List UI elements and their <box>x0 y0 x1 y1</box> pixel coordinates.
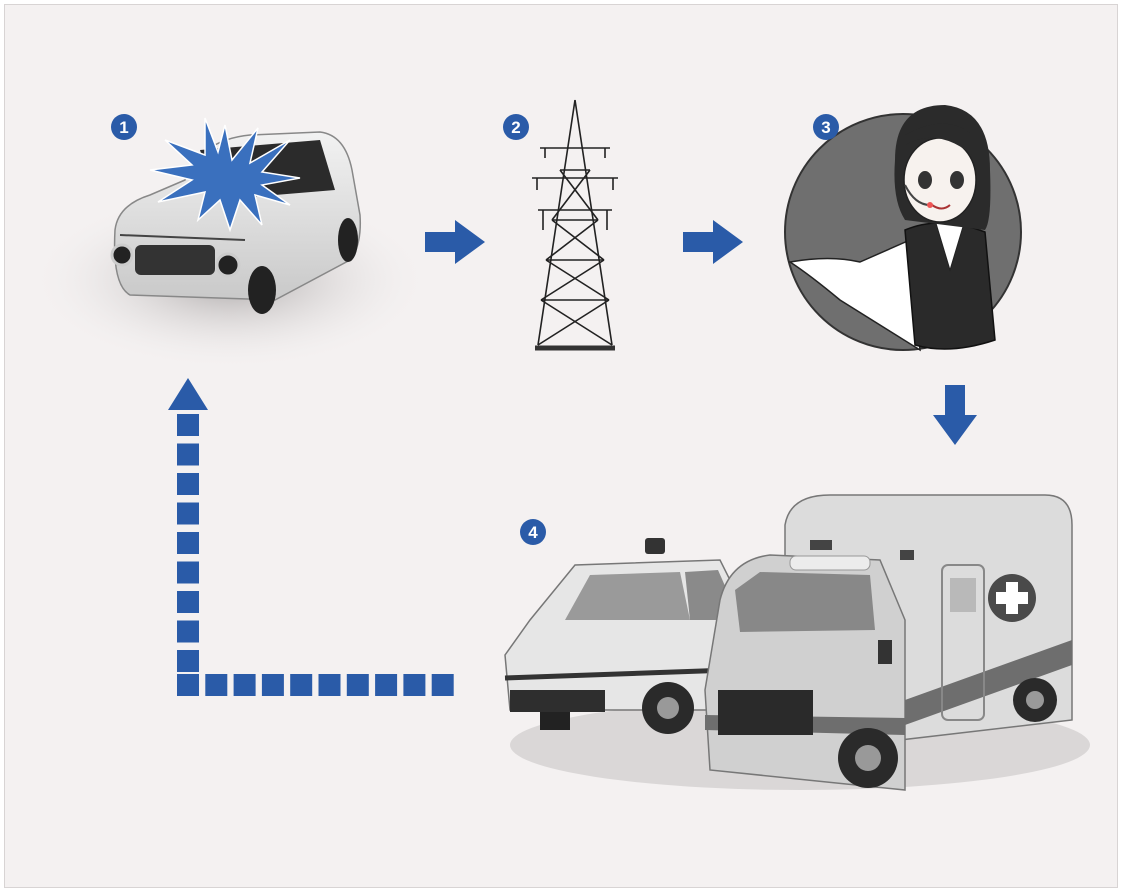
dash-segment <box>177 674 199 696</box>
dash-segment <box>177 473 199 495</box>
arrow-right-2-to-3 <box>683 220 743 264</box>
step-badge-4: 4 <box>520 519 546 545</box>
call-center-operator-illustration <box>784 105 1022 352</box>
dash-segment <box>177 650 199 672</box>
step-badge-3: 3 <box>813 114 839 140</box>
svg-text:3: 3 <box>821 118 830 137</box>
emergency-vehicles-illustration <box>504 494 1090 791</box>
dashed-return-arrow-4-to-1 <box>168 378 454 696</box>
police-car <box>504 538 761 734</box>
dash-segment <box>346 674 369 696</box>
dash-segment <box>177 443 199 466</box>
step-badge-1: 1 <box>111 114 137 140</box>
arrow-down-3-to-4 <box>933 385 977 445</box>
dash-segment <box>431 674 454 696</box>
dash-segment <box>177 414 199 436</box>
dash-segment <box>375 674 398 696</box>
transmission-tower-illustration <box>532 99 618 351</box>
dash-segment <box>177 502 199 525</box>
step-badge-2: 2 <box>503 114 529 140</box>
crashed-car-illustration <box>30 117 430 370</box>
dash-segment <box>318 674 341 696</box>
arrow-right-1-to-2 <box>425 220 485 264</box>
dash-segment <box>205 674 228 696</box>
dash-segment <box>177 561 199 584</box>
dash-segment <box>290 674 313 696</box>
dash-segment <box>261 674 284 696</box>
svg-text:2: 2 <box>511 118 520 137</box>
svg-text:1: 1 <box>119 118 128 137</box>
dash-segment <box>177 591 199 613</box>
dash-segment <box>177 532 199 554</box>
ambulance <box>704 494 1073 791</box>
dash-segment <box>177 620 199 643</box>
dash-segment <box>403 674 426 696</box>
svg-text:4: 4 <box>528 523 538 542</box>
dash-segment <box>233 674 256 696</box>
impact-burst-icon <box>149 117 301 233</box>
